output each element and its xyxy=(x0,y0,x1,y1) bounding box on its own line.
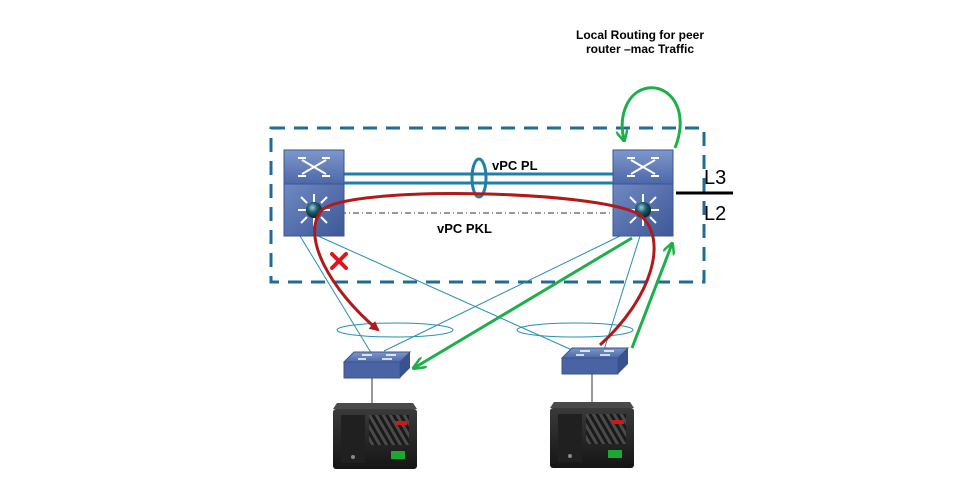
right-port-channel-oval xyxy=(516,322,634,338)
workgroup-switch-icon xyxy=(560,347,630,375)
rack-server-icon xyxy=(333,403,417,469)
peer-link-oval xyxy=(470,157,488,199)
routed-traffic-path-down xyxy=(414,236,633,368)
local-routing-loop xyxy=(622,86,682,149)
multilayer-switch-icon xyxy=(612,149,674,237)
left-port-channel-oval xyxy=(336,322,454,338)
peer-link xyxy=(344,172,615,185)
workgroup-switch-icon xyxy=(342,351,412,379)
layer2-label: L2 xyxy=(704,203,726,225)
access-links xyxy=(299,235,641,357)
annotation-line-1: Local Routing for peer xyxy=(576,28,704,42)
annotation-line-2: router –mac Traffic xyxy=(586,42,694,56)
vpc-domain-boundary xyxy=(269,126,706,284)
rack-server-icon xyxy=(550,402,634,468)
peer-keepalive-label: vPC PKL xyxy=(437,221,492,236)
layer3-label: L3 xyxy=(704,167,726,189)
peer-link-label: vPC PL xyxy=(492,158,538,173)
routed-traffic-path-up xyxy=(630,244,672,349)
blocked-traffic-path xyxy=(313,192,656,347)
red-x-icon xyxy=(330,252,348,270)
